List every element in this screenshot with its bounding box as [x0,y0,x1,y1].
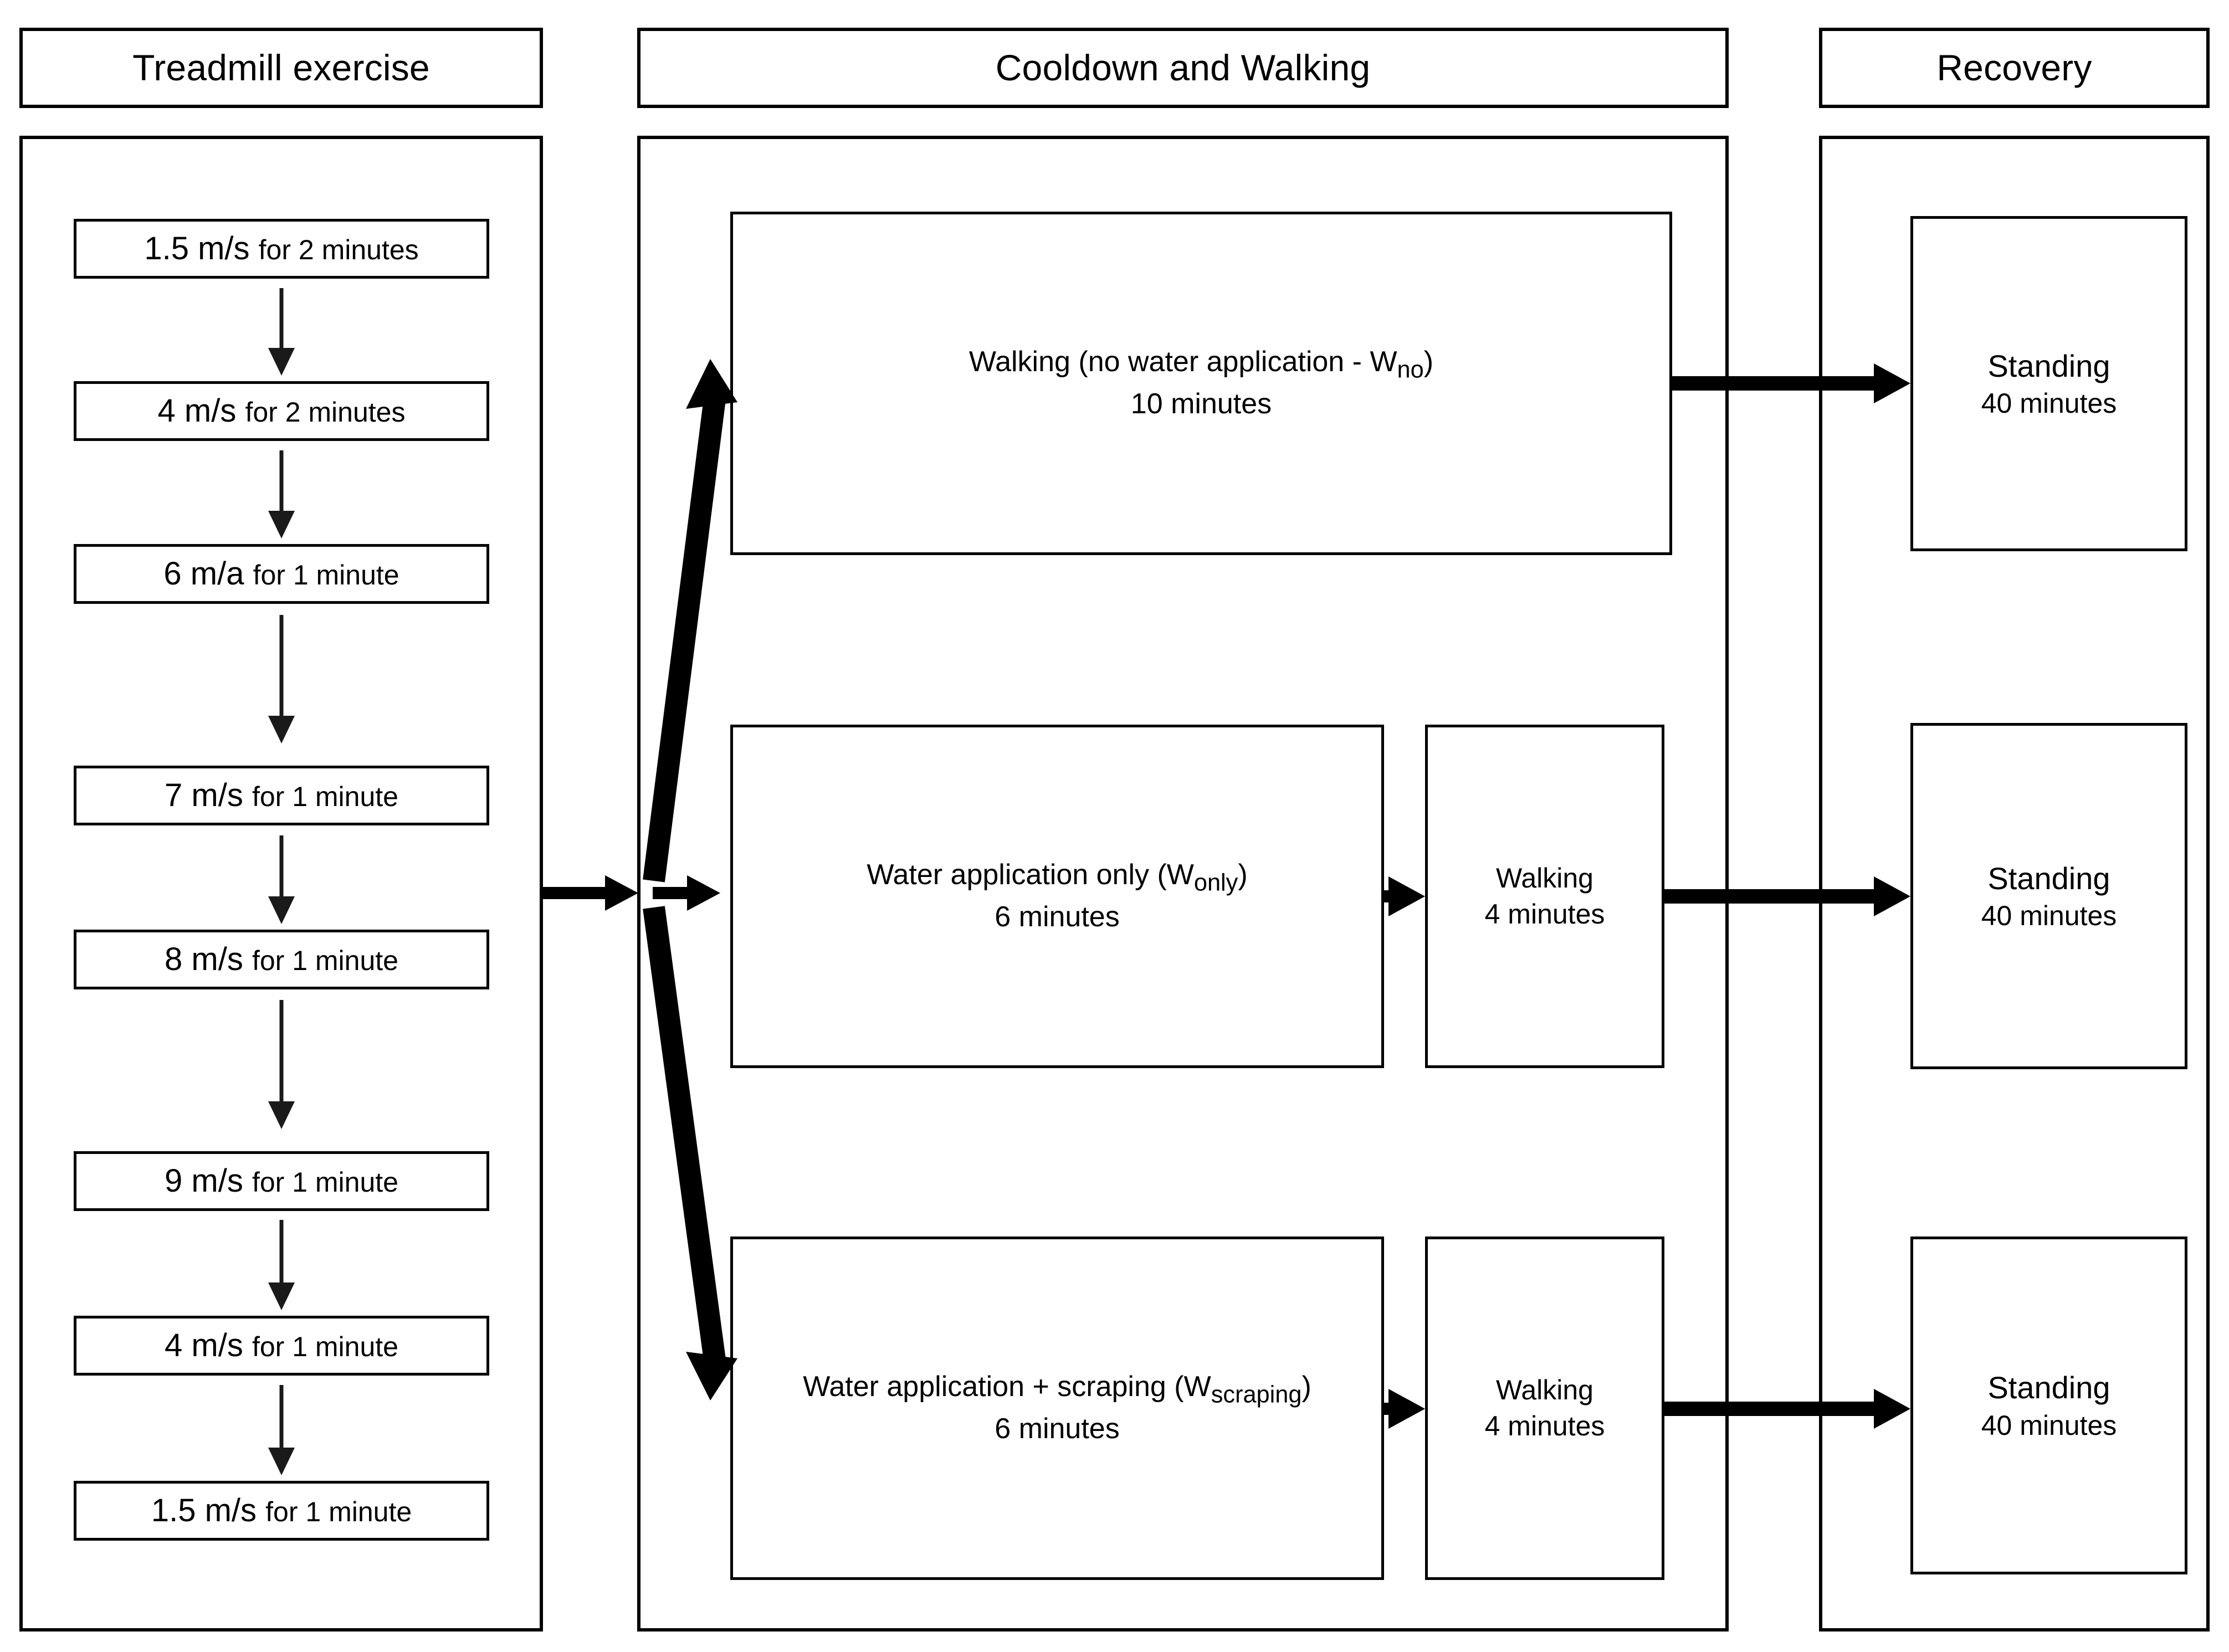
cooldown-condition-box-3: Water application + scraping (Wscraping)… [730,1237,1384,1580]
treadmill-step-box-6: 9 m/s for 1 minute [74,1151,489,1211]
treadmill-step-text-6: 9 m/s for 1 minute [165,1162,398,1199]
cooldown-condition-box-1: Walking (no water application - Wno) 10 … [730,212,1672,555]
recovery-standing-text-3: Standing 40 minutes [1981,1370,2117,1441]
recovery-standing-box-3: Standing 40 minutes [1910,1237,2187,1574]
cooldown-condition-text-1: Walking (no water application - Wno) 10 … [969,346,1434,420]
recovery-standing-box-2: Standing 40 minutes [1910,723,2187,1069]
treadmill-step-text-3: 6 m/a for 1 minute [163,555,399,592]
transfer-arrow-treadmill-to-cooldown [543,875,638,911]
cooldown-walking-text-2: Walking 4 minutes [1484,863,1605,930]
treadmill-step-text-4: 7 m/s for 1 minute [165,777,398,813]
header-panel-treadmill: Treadmill exercise [19,28,543,108]
treadmill-step-box-8: 1.5 m/s for 1 minute [74,1481,489,1541]
cooldown-condition-text-3: Water application + scraping (Wscraping)… [803,1371,1311,1445]
treadmill-step-box-1: 1.5 m/s for 2 minutes [74,219,489,279]
cooldown-walking-text-3: Walking 4 minutes [1484,1374,1605,1441]
header-label-recovery: Recovery [1936,47,2092,89]
treadmill-step-text-8: 1.5 m/s for 1 minute [151,1492,412,1528]
cooldown-walking-box-2: Walking 4 minutes [1425,725,1664,1068]
header-label-cooldown: Cooldown and Walking [995,47,1371,89]
body-panel-treadmill [19,136,543,1632]
treadmill-step-box-7: 4 m/s for 1 minute [74,1316,489,1376]
treadmill-step-text-2: 4 m/s for 2 minutes [157,392,406,429]
header-panel-recovery: Recovery [1819,28,2210,108]
cooldown-condition-box-2: Water application only (Wonly) 6 minutes [730,725,1384,1068]
treadmill-step-box-4: 7 m/s for 1 minute [74,766,489,825]
header-label-treadmill: Treadmill exercise [132,47,430,89]
header-panel-cooldown: Cooldown and Walking [637,28,1729,108]
cooldown-walking-box-3: Walking 4 minutes [1425,1237,1664,1580]
cooldown-condition-text-2: Water application only (Wonly) 6 minutes [867,859,1248,933]
recovery-standing-box-1: Standing 40 minutes [1910,216,2187,551]
treadmill-step-box-5: 8 m/s for 1 minute [74,930,489,989]
treadmill-step-text-5: 8 m/s for 1 minute [165,941,398,977]
recovery-standing-text-2: Standing 40 minutes [1981,860,2117,932]
treadmill-step-box-3: 6 m/a for 1 minute [74,544,489,604]
treadmill-step-text-1: 1.5 m/s for 2 minutes [144,230,419,266]
recovery-standing-text-1: Standing 40 minutes [1981,348,2117,419]
treadmill-step-text-7: 4 m/s for 1 minute [165,1327,398,1363]
treadmill-step-box-2: 4 m/s for 2 minutes [74,381,489,441]
